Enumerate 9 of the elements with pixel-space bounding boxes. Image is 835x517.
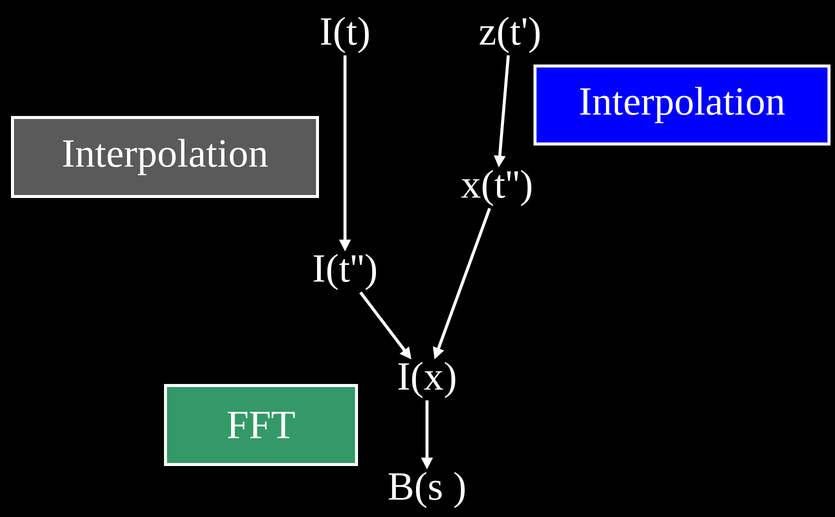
process-box: FFT	[164, 384, 358, 466]
variable-label: x(t'')	[461, 170, 532, 206]
variable-label: I(t'')	[314, 254, 376, 290]
process-box: Interpolation	[534, 64, 830, 146]
variable-label: I(t)	[320, 16, 369, 54]
process-box: Interpolation	[11, 116, 319, 198]
variable-label: B(s )	[388, 472, 465, 508]
variable-label: z(t')	[480, 16, 540, 54]
variable-label: I(x)	[398, 362, 456, 398]
